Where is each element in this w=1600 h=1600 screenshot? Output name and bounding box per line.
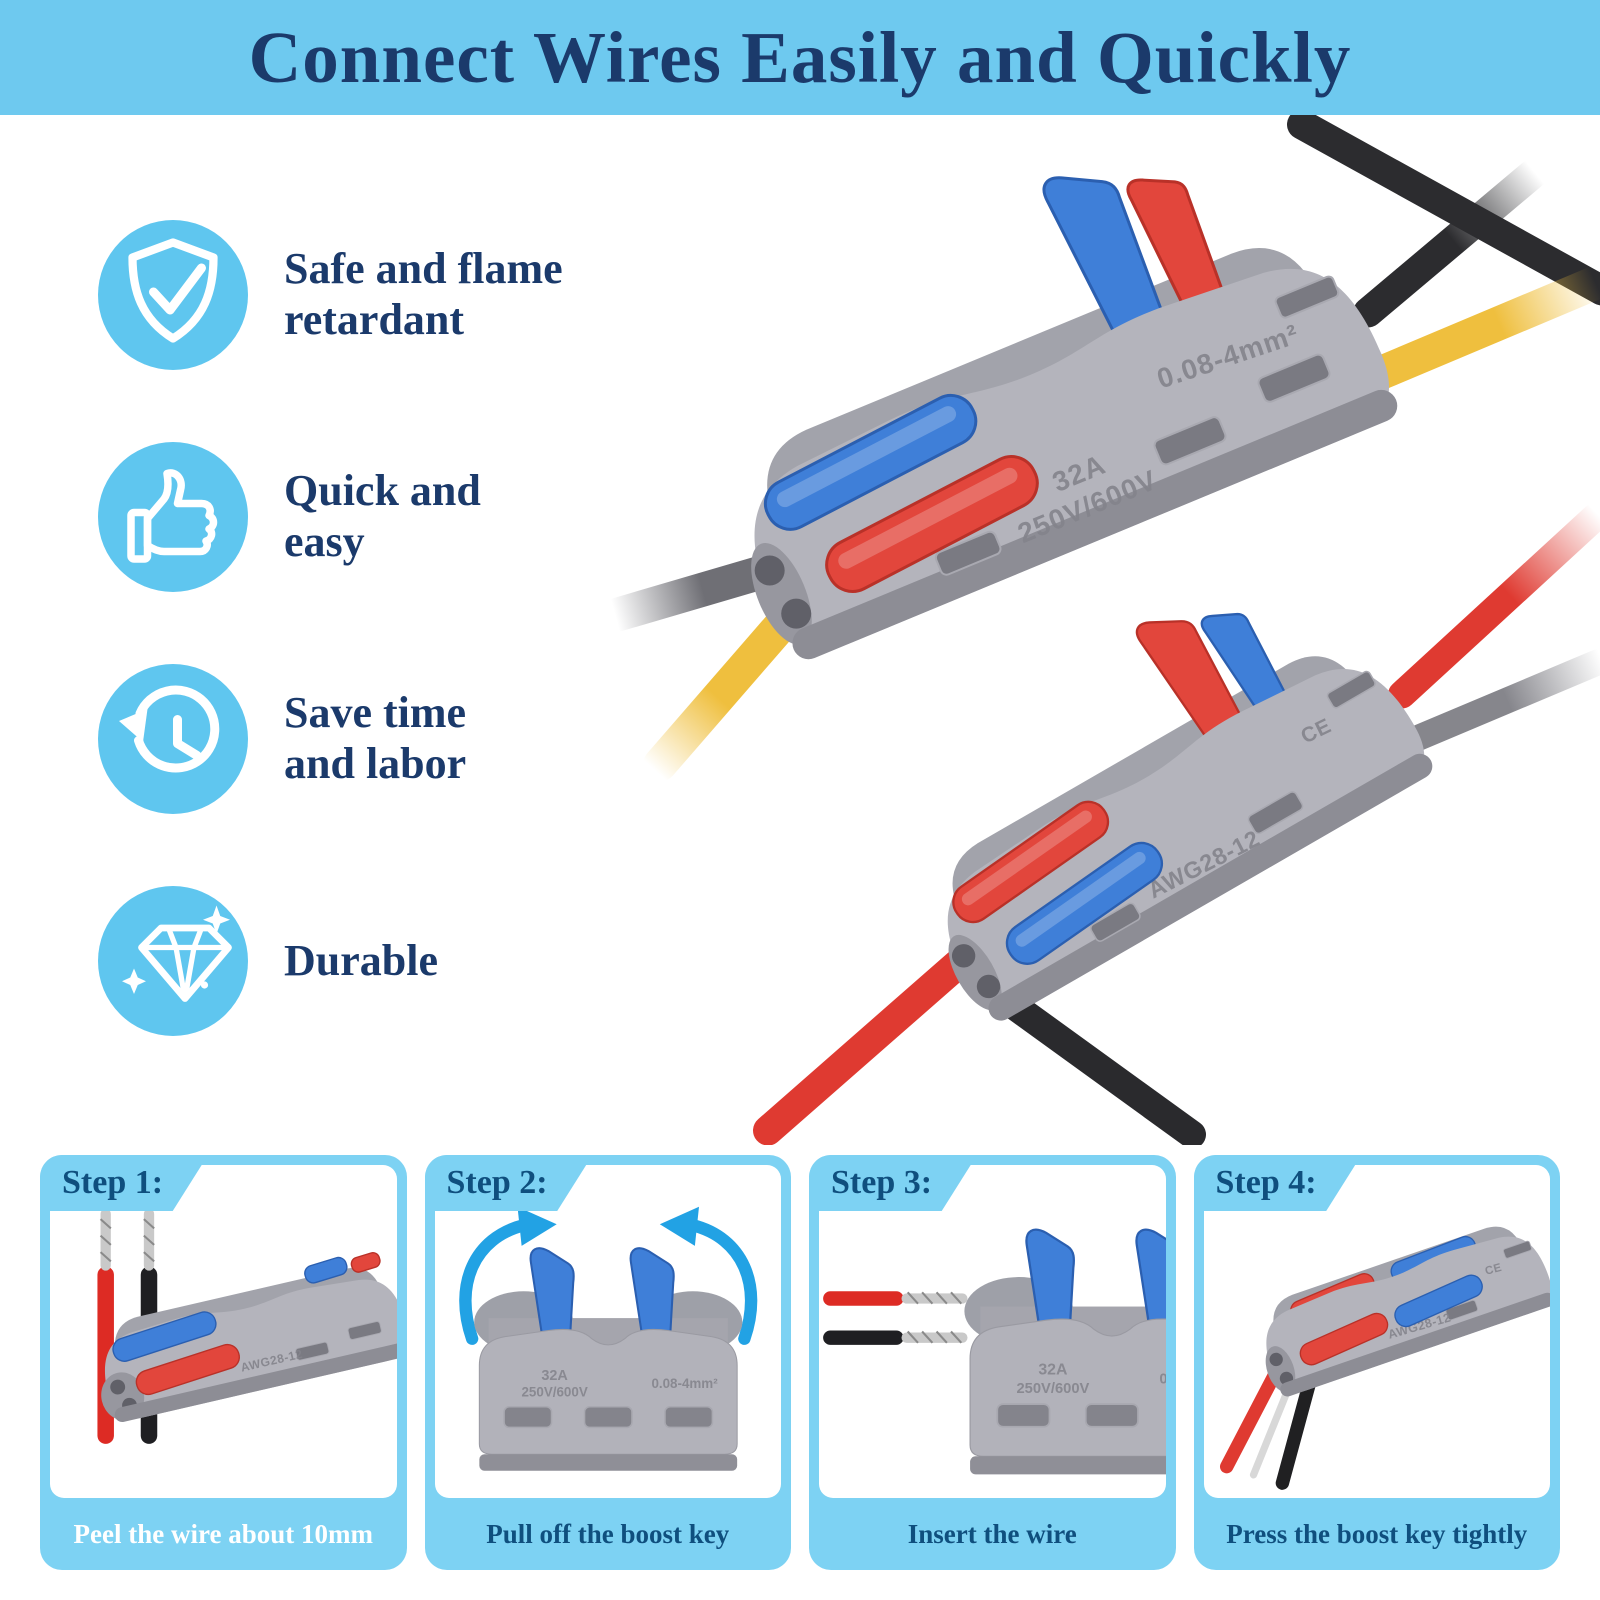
product-photo: 32A 250V/600V 0.08-4mm² (600, 109, 1600, 1149)
boost-key-pair-right (629, 1247, 675, 1338)
black-wire (1275, 1377, 1316, 1490)
feature-item-safe: Safe and flame retardant (98, 215, 598, 375)
page-title: Connect Wires Easily and Quickly (248, 16, 1352, 98)
feature-item-save-time: Save time and labor (98, 659, 598, 819)
red-lever (952, 800, 1110, 924)
step-3-photo: 32A 250V/600V 0.08-4mm² (819, 1165, 1166, 1498)
step-1-caption: Peel the wire about 10mm (73, 1518, 373, 1549)
connector-front: 32A 250V/600V 0.08-4mm² (964, 1228, 1166, 1475)
step-1-photo: AWG28-12 (50, 1165, 397, 1498)
red-wire-left (753, 945, 977, 1146)
clock-history-icon (98, 664, 248, 814)
feature-label: Safe and flame retardant (284, 244, 563, 344)
diamond-icon (98, 886, 248, 1036)
step-2-photo: 32A 250V/600V 0.08-4mm² (434, 1165, 781, 1498)
boost-key-pair-right (1135, 1228, 1166, 1329)
voltage-rating-marking: 250V/600V (1016, 1381, 1089, 1397)
wire-range-marking: 0.08-4mm² (1159, 1372, 1165, 1388)
red-boost-key (1135, 620, 1247, 745)
pull-arrow-right-head (659, 1206, 699, 1246)
step-panel-2: 32A 250V/600V 0.08-4mm² Step 2: Pull off… (424, 1155, 791, 1570)
top-connector: 32A 250V/600V 0.08-4mm² (751, 176, 1398, 660)
blue-boost-key (1042, 176, 1168, 344)
current-rating-marking: 32A (541, 1368, 568, 1384)
feature-label: Save time and labor (284, 688, 467, 788)
blue-boost-key (1200, 612, 1290, 716)
blue-lever (763, 393, 978, 531)
feature-label: Durable (284, 935, 438, 985)
step-4-caption: Press the boost key tightly (1226, 1518, 1528, 1549)
step-3-caption: Insert the wire (907, 1518, 1077, 1549)
step-2-caption: Pull off the boost key (486, 1518, 730, 1549)
step-3-label: Step 3: (809, 1155, 977, 1211)
thumbs-up-icon (98, 442, 248, 592)
step-4-photo: AWG28-12 CE (1203, 1165, 1550, 1498)
red-wire-right (1388, 500, 1600, 709)
feature-list: Safe and flame retardant Quick and easy … (98, 215, 598, 1103)
step-panel-3: 32A 250V/600V 0.08-4mm² Step 3: Insert t… (809, 1155, 1176, 1570)
closed-connector: AWG28-12 (101, 1252, 397, 1423)
feature-label: Quick and easy (284, 466, 481, 566)
blue-lever (1005, 841, 1164, 965)
bottom-connector: AWG28-12 CE (947, 612, 1433, 1021)
yellow-wire-right (1365, 265, 1600, 390)
step-panel-1: AWG28-12 Step 1: Peel the wire about 10m… (40, 1155, 407, 1570)
wire-range-marking: 0.08-4mm² (651, 1376, 718, 1391)
connector-front: 32A 250V/600V 0.08-4mm² (473, 1247, 742, 1471)
current-rating-marking: 32A (1038, 1362, 1068, 1379)
step-panel-4: AWG28-12 CE Step 4: Press the boost key … (1193, 1155, 1560, 1570)
red-wire (1219, 1365, 1283, 1474)
feature-item-durable: Durable (98, 881, 598, 1041)
red-boost-key (1126, 178, 1227, 316)
yellow-wire-left (643, 603, 802, 782)
black-wire-corner (1287, 109, 1600, 306)
gray-wire-right (1399, 647, 1600, 754)
shield-check-icon (98, 220, 248, 370)
black-wire-right (1353, 159, 1547, 328)
stripped-wires (823, 1291, 968, 1345)
ce-marking: CE (1483, 1262, 1502, 1278)
header-banner: Connect Wires Easily and Quickly (0, 0, 1600, 115)
closed-connector: AWG28-12 CE (1265, 1226, 1550, 1397)
gray-wire-left (601, 550, 795, 632)
steps-row: AWG28-12 Step 1: Peel the wire about 10m… (40, 1155, 1560, 1570)
voltage-rating-marking: 250V/600V (521, 1384, 587, 1399)
pull-arrow-left-head (517, 1206, 557, 1246)
boost-key-pair-left (1025, 1228, 1075, 1329)
red-lever (825, 455, 1039, 593)
pull-arrow-left (458, 1219, 530, 1345)
pull-arrow-right (686, 1219, 757, 1345)
connectors-illustration: 32A 250V/600V 0.08-4mm² (601, 109, 1600, 1149)
feature-item-quick: Quick and easy (98, 437, 598, 597)
boost-key-pair-left (529, 1247, 575, 1338)
